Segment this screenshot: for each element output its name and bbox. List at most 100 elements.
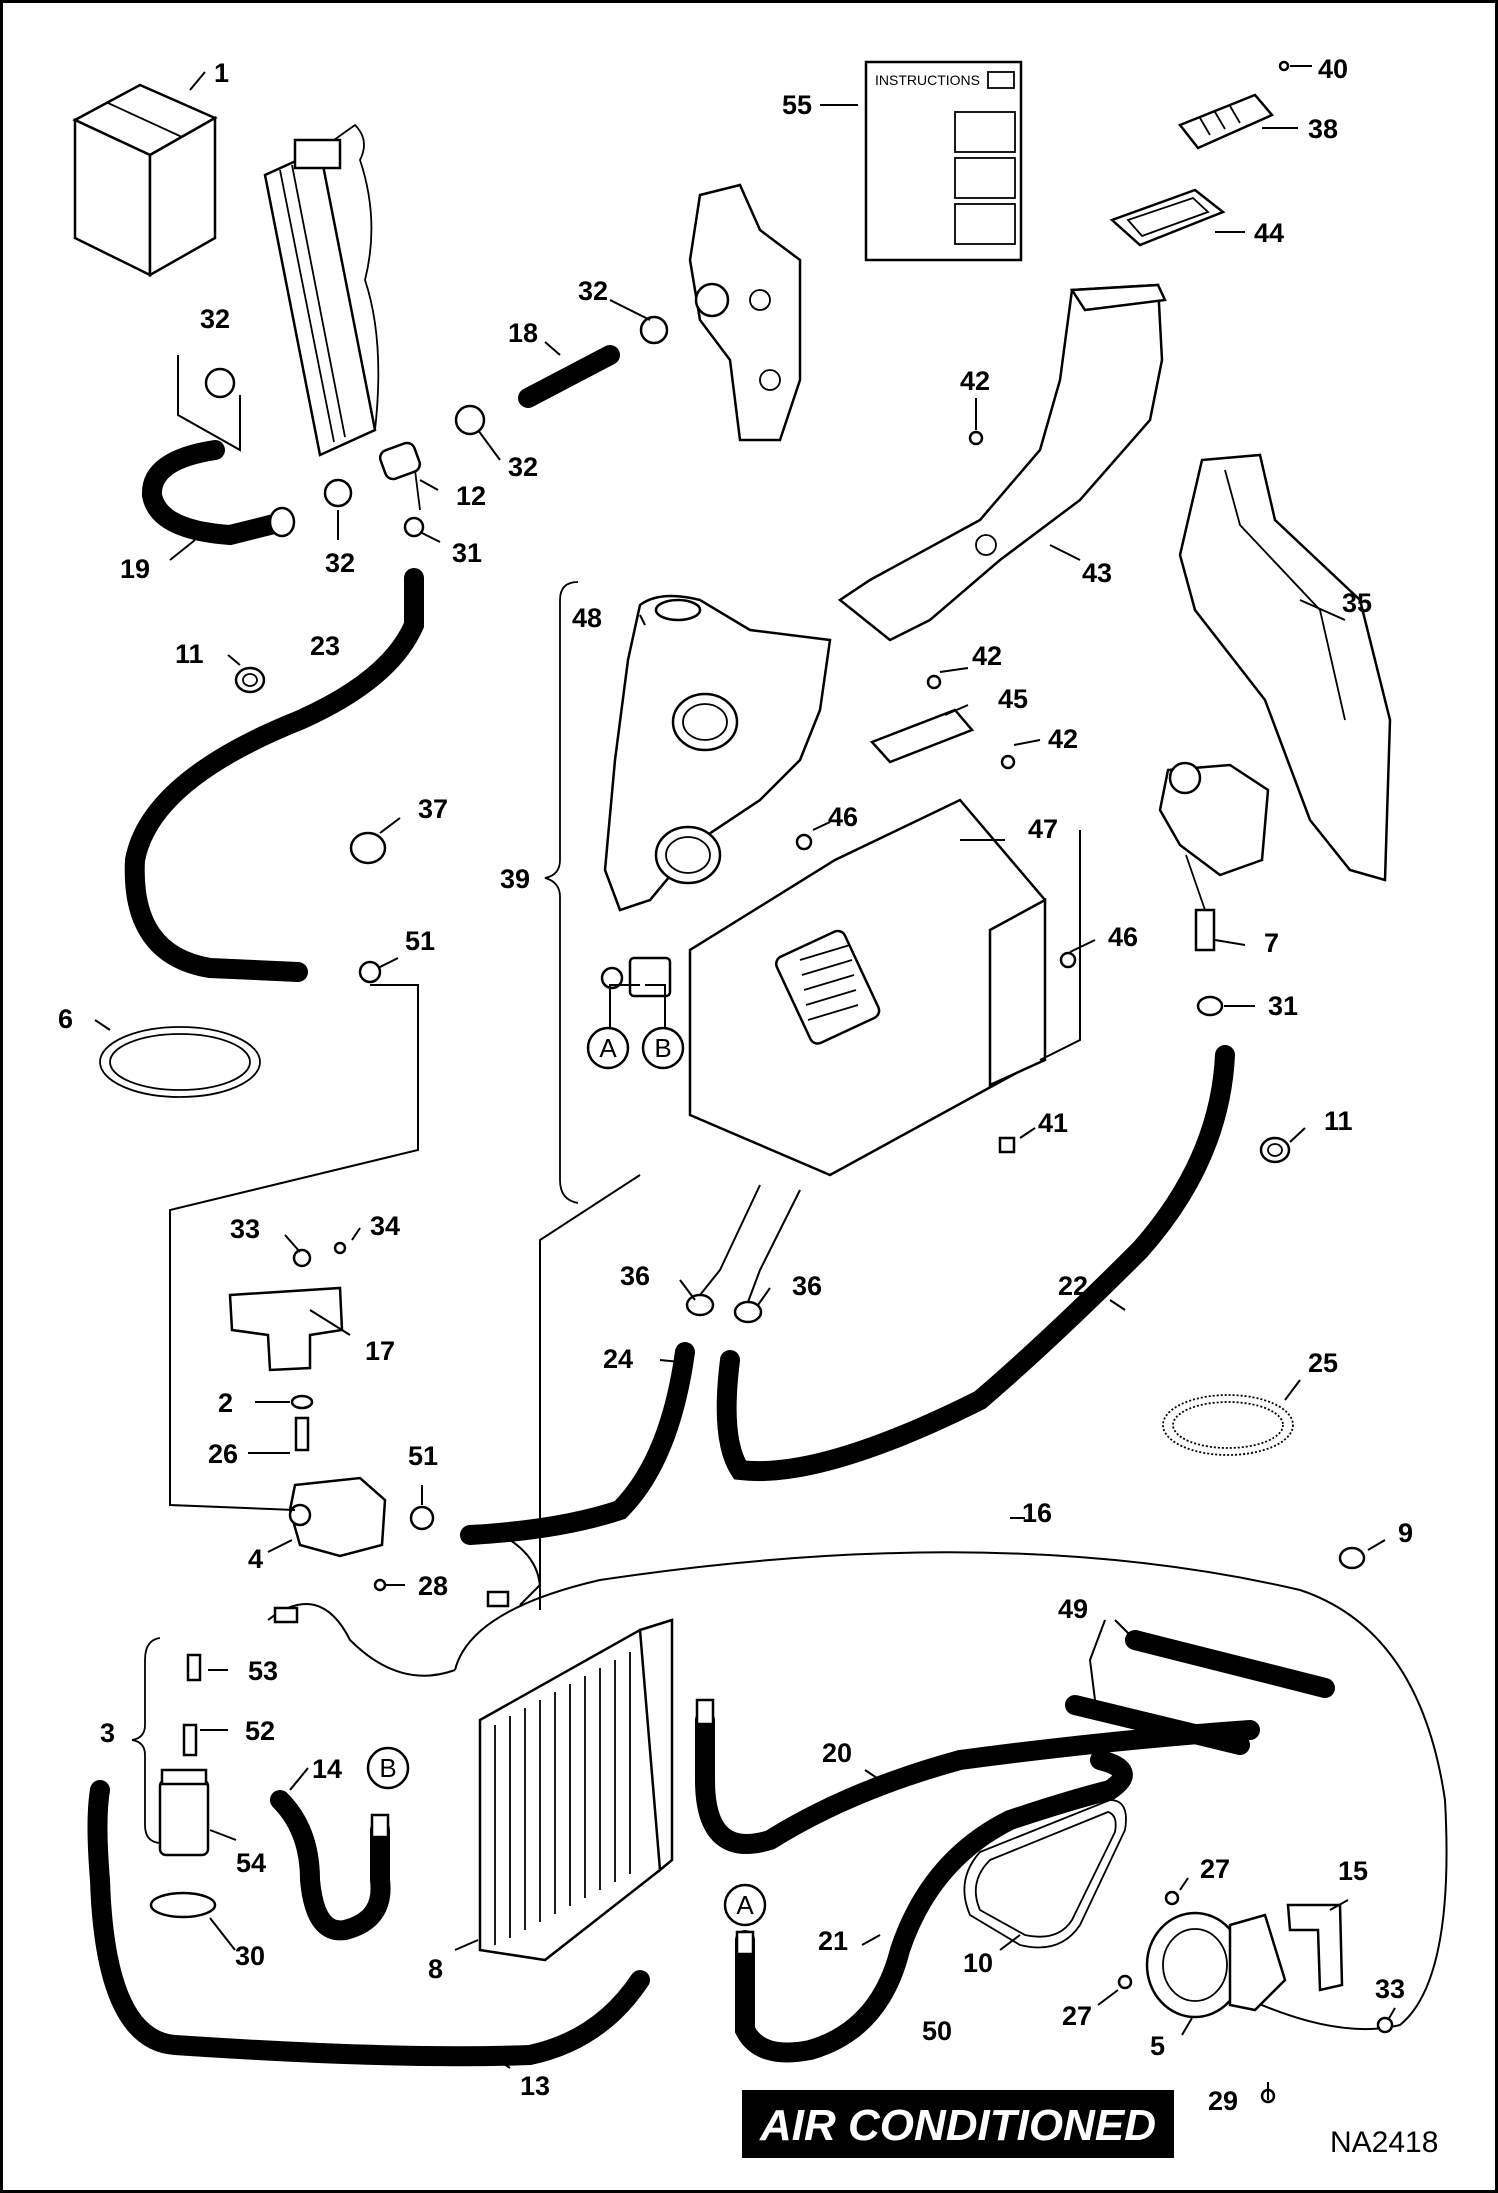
callout-41: 41 bbox=[1038, 1108, 1068, 1138]
svg-text:B: B bbox=[654, 1033, 671, 1063]
callout-32-top: 32 bbox=[578, 276, 608, 306]
part-21-hose bbox=[735, 1750, 1133, 2063]
callout-4: 4 bbox=[248, 1544, 263, 1574]
part-11-grommet-left bbox=[234, 666, 266, 694]
connector-b-bottom: B bbox=[366, 1746, 410, 1790]
callout-11-left: 11 bbox=[175, 639, 204, 669]
callout-6: 6 bbox=[58, 1004, 73, 1034]
callout-35: 35 bbox=[1342, 588, 1372, 618]
actuator bbox=[600, 956, 672, 998]
part-27-bolts bbox=[1117, 1890, 1180, 1990]
svg-text:A: A bbox=[736, 1890, 754, 1920]
callout-42-top: 42 bbox=[960, 366, 990, 396]
callout-10: 10 bbox=[963, 1948, 993, 1978]
part-12-tee bbox=[378, 441, 422, 511]
callout-54: 54 bbox=[236, 1848, 266, 1878]
svg-text:B: B bbox=[379, 1753, 396, 1783]
callout-22: 22 bbox=[1058, 1271, 1088, 1301]
callout-49: 49 bbox=[1058, 1594, 1088, 1624]
callout-45: 45 bbox=[998, 684, 1028, 714]
part-30-clamp bbox=[149, 1891, 217, 1919]
part-25-coil bbox=[1162, 1394, 1294, 1456]
part-28-screw bbox=[373, 1578, 387, 1592]
part-15-bracket bbox=[1286, 1903, 1344, 1992]
callout-36-left: 36 bbox=[620, 1261, 650, 1291]
callout-17: 17 bbox=[365, 1336, 395, 1366]
callout-5: 5 bbox=[1150, 2031, 1165, 2061]
callout-46-top: 46 bbox=[828, 802, 858, 832]
part-51-clamp-lower bbox=[409, 1505, 435, 1531]
part-19-hose bbox=[142, 440, 296, 546]
part-49-sleeves bbox=[1065, 1630, 1335, 1755]
callout-8: 8 bbox=[428, 1954, 443, 1984]
callout-32-bottom: 32 bbox=[325, 548, 355, 578]
callout-20: 20 bbox=[822, 1738, 852, 1768]
part-17-bracket bbox=[228, 1241, 347, 1372]
callout-28: 28 bbox=[418, 1571, 448, 1601]
part-5-compressor bbox=[1145, 1911, 1287, 2019]
part-37-clamp bbox=[349, 831, 387, 865]
part-40-screw bbox=[1278, 60, 1290, 72]
callout-38: 38 bbox=[1308, 114, 1338, 144]
part-33-nut-right bbox=[1376, 2016, 1394, 2034]
callout-25: 25 bbox=[1308, 1348, 1338, 1378]
callout-9: 9 bbox=[1398, 1518, 1413, 1548]
callout-15: 15 bbox=[1338, 1856, 1368, 1886]
part-44-gasket bbox=[1109, 188, 1226, 247]
callout-27-bottom: 27 bbox=[1062, 2001, 1092, 2031]
part-7-valve bbox=[1158, 761, 1270, 952]
callout-48: 48 bbox=[572, 603, 602, 633]
callout-52: 52 bbox=[245, 1716, 275, 1746]
part-45-bracket bbox=[869, 708, 975, 764]
callout-42-mid: 42 bbox=[972, 641, 1002, 671]
callout-13: 13 bbox=[520, 2071, 550, 2101]
callout-11-right: 11 bbox=[1324, 1106, 1353, 1136]
part-16-wire bbox=[267, 1539, 1448, 2031]
brace-3 bbox=[131, 1637, 161, 1844]
callout-29: 29 bbox=[1208, 2086, 1238, 2116]
callout-2: 2 bbox=[218, 1388, 233, 1418]
part-32-clamps bbox=[204, 315, 669, 508]
svg-text:A: A bbox=[599, 1033, 617, 1063]
part-9-clamp bbox=[1338, 1546, 1366, 1570]
connector-a-bottom: A bbox=[723, 1883, 767, 1927]
callout-32-right: 32 bbox=[508, 452, 538, 482]
part-24-hose bbox=[460, 1342, 695, 1545]
part-31-clamp bbox=[403, 516, 425, 538]
callout-37: 37 bbox=[418, 794, 448, 824]
part-43-duct bbox=[837, 283, 1167, 642]
part-10-belt bbox=[963, 1799, 1127, 1949]
part-18-hose bbox=[518, 345, 620, 408]
callout-31-right: 31 bbox=[1268, 991, 1298, 1021]
part-2-washer bbox=[290, 1394, 314, 1410]
callout-50: 50 bbox=[922, 2016, 952, 2046]
connector-a-top: A bbox=[586, 1026, 630, 1070]
reference-code: NA2418 bbox=[1330, 2126, 1438, 2159]
part-6-coil bbox=[99, 1026, 261, 1098]
part-4-valve bbox=[288, 1476, 387, 1558]
callout-26: 26 bbox=[208, 1439, 238, 1469]
brace-39 bbox=[544, 581, 579, 1204]
callout-51-bottom: 51 bbox=[408, 1441, 438, 1471]
callout-36-right: 36 bbox=[792, 1271, 822, 1301]
callout-14: 14 bbox=[312, 1754, 342, 1784]
callout-numbers: 1 55 40 38 44 32 18 32 32 12 32 31 19 42… bbox=[58, 54, 1413, 2116]
part-22-hose bbox=[716, 1045, 1235, 1482]
connector-b-top: B bbox=[641, 1026, 685, 1070]
callout-47: 47 bbox=[1028, 814, 1058, 844]
air-conditioned-banner: AIR CONDITIONED bbox=[742, 2090, 1174, 2158]
callout-32-left: 32 bbox=[200, 304, 230, 334]
callout-16: 16 bbox=[1022, 1498, 1052, 1528]
callout-33-right: 33 bbox=[1375, 1974, 1405, 2004]
callout-19: 19 bbox=[120, 554, 150, 584]
part-13-hose bbox=[87, 1780, 650, 2067]
callout-34: 34 bbox=[370, 1211, 400, 1241]
callout-39: 39 bbox=[500, 864, 530, 894]
callout-27-top: 27 bbox=[1200, 1854, 1230, 1884]
part-8-condenser bbox=[478, 1618, 674, 1962]
callout-18: 18 bbox=[508, 318, 538, 348]
callout-23: 23 bbox=[310, 631, 340, 661]
callout-42-low: 42 bbox=[1048, 724, 1078, 754]
part-1-box bbox=[72, 83, 218, 278]
